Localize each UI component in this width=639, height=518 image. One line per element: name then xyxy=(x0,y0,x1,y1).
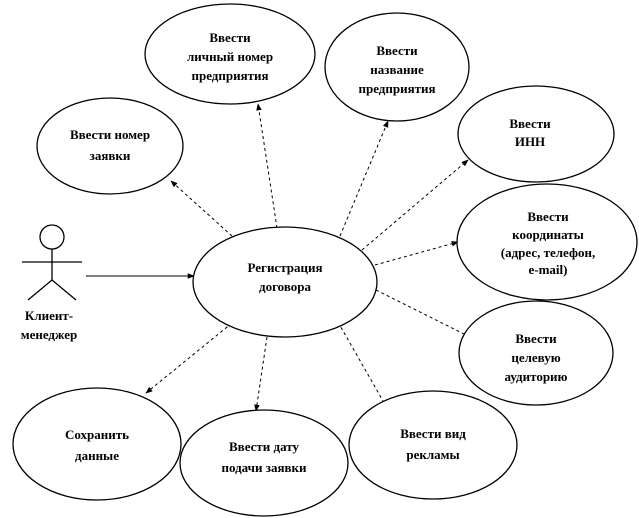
usecase-enter-request-date[interactable]: Ввести дату подачи заявки xyxy=(179,409,349,517)
usecase-enter-company-name[interactable]: Ввести название предприятия xyxy=(324,12,470,122)
dep-arrow-coordinates xyxy=(374,240,459,266)
usecase-contract-registration[interactable]: Регистрация договора xyxy=(192,226,378,338)
usecase-enter-ad-type[interactable]: Ввести вид рекламы xyxy=(348,390,518,500)
dep-arrow-save-data xyxy=(145,322,233,394)
actor-client-manager[interactable]: Клиент- менеджер xyxy=(21,224,82,342)
usecase-label-line2: название xyxy=(370,62,424,77)
usecase-enter-inn[interactable]: Ввести ИНН xyxy=(457,85,615,183)
usecase-label-line2: личный номер xyxy=(187,49,273,64)
usecase-label-line3: (адрес, телефон, xyxy=(501,245,595,260)
dep-arrow-inn xyxy=(361,159,469,251)
usecase-label-line3: предприятия xyxy=(358,81,435,96)
stick-figure-icon xyxy=(22,224,82,301)
usecase-label-line3: аудиторию xyxy=(505,369,568,384)
usecase-label-line1: Ввести xyxy=(527,209,569,224)
usecase-label-line1: Ввести xyxy=(209,30,251,45)
dep-arrow-company-name xyxy=(339,120,389,237)
usecase-label-line1: Ввести вид xyxy=(400,426,466,441)
usecase-label-line1: Ввести xyxy=(376,43,418,58)
usecase-label-line2: ИНН xyxy=(515,134,545,149)
usecase-label-line4: e-mail) xyxy=(529,262,568,277)
actor-label-line1: Клиент- xyxy=(25,308,73,323)
usecase-label-line2: подачи заявки xyxy=(221,460,307,475)
dep-arrow-request-number xyxy=(170,180,233,237)
usecase-label-line1: Регистрация xyxy=(248,260,323,275)
dep-arrow-ad-type xyxy=(337,321,388,409)
dep-arrow-personal-number xyxy=(256,103,278,229)
usecase-label-line1: Ввести xyxy=(509,116,551,131)
usecase-enter-target-audience[interactable]: Ввести целевую аудиторию xyxy=(458,300,614,406)
connectors xyxy=(86,103,471,412)
usecase-label-line2: договора xyxy=(259,279,311,294)
usecase-enter-request-number[interactable]: Ввести номер заявки xyxy=(36,97,184,195)
usecase-label-line2: заявки xyxy=(90,148,131,163)
dep-arrow-request-date xyxy=(254,336,268,412)
usecase-label-line1: Ввести xyxy=(515,331,557,346)
usecase-label-line1: Ввести номер xyxy=(70,127,150,142)
usecase-label-line2: координаты xyxy=(512,227,584,242)
usecase-enter-coordinates[interactable]: Ввести координаты (адрес, телефон, e-mai… xyxy=(456,183,638,301)
dep-arrow-target-audience xyxy=(375,289,471,338)
usecase-enter-personal-number[interactable]: Ввести личный номер предприятия xyxy=(144,3,316,105)
usecase-save-data[interactable]: Сохранить данные xyxy=(12,387,182,501)
usecase-label-line1: Сохранить xyxy=(65,427,129,442)
usecase-label-line3: предприятия xyxy=(191,68,268,83)
usecase-label-line1: Ввести дату xyxy=(229,439,299,454)
actor-label-line2: менеджер xyxy=(21,327,78,342)
usecase-label-line2: рекламы xyxy=(406,447,459,462)
usecase-label-line2: целевую xyxy=(511,350,560,365)
usecase-label-line2: данные xyxy=(75,448,119,463)
